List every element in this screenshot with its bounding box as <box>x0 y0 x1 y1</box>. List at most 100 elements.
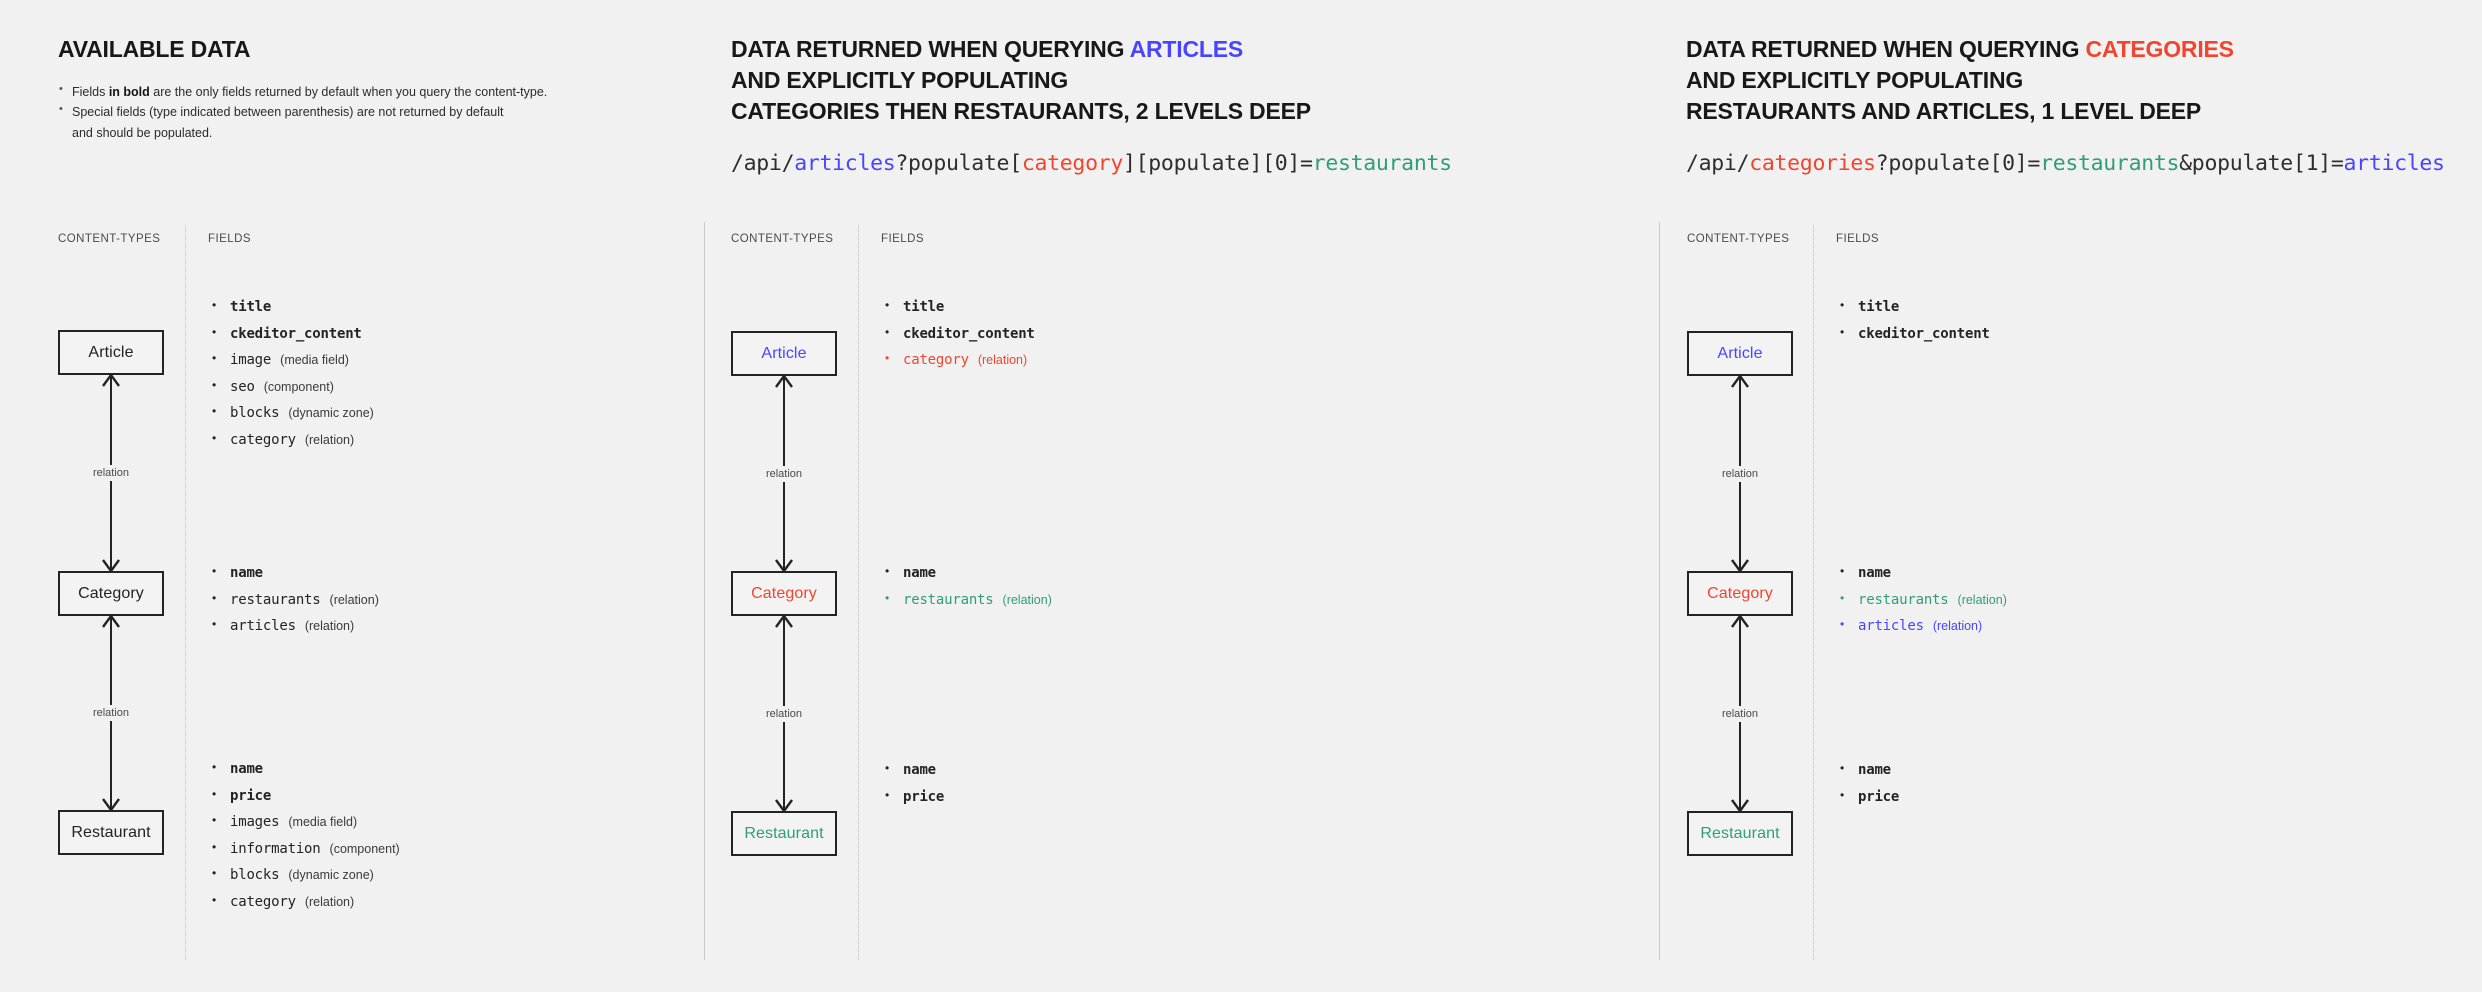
field-item: name <box>1836 756 1899 784</box>
relation-label: relation <box>87 465 135 481</box>
content-type-label: Restaurant <box>71 823 151 841</box>
field-name: category <box>230 893 296 910</box>
endpoint-segment: ][populate][0]= <box>1123 151 1313 177</box>
field-list-category: namerestaurants(relation)articles(relati… <box>208 559 379 640</box>
content-type-node-category[interactable]: Category <box>731 571 837 616</box>
field-name: price <box>1858 788 1900 805</box>
field-item: name <box>1836 559 2007 587</box>
field-item: name <box>881 756 944 784</box>
field-type: (dynamic zone) <box>288 868 374 883</box>
content-type-node-article[interactable]: Article <box>731 331 837 376</box>
content-type-node-category[interactable]: Category <box>58 571 164 616</box>
field-item: price <box>208 782 400 810</box>
field-item: category (relation) <box>208 426 374 454</box>
fields-dotted-divider <box>1813 225 1815 960</box>
field-name: images <box>230 814 280 831</box>
field-list-article: title ckeditor_content <box>1836 293 1990 347</box>
title-segment: DATA RETURNED WHEN QUERYING <box>731 36 1130 62</box>
field-list-category: namerestaurants(relation)articles(relati… <box>1836 559 2007 640</box>
field-name: blocks <box>230 405 280 422</box>
field-item: ckeditor_content <box>881 320 1035 348</box>
content-type-node-category[interactable]: Category <box>1687 571 1793 616</box>
field-name: price <box>903 788 945 805</box>
panel-title: AVAILABLE DATA <box>58 34 547 65</box>
title-segment: AVAILABLE DATA <box>58 36 251 62</box>
field-name: category <box>903 352 969 369</box>
field-type: (relation) <box>304 432 355 447</box>
heading-block: DATA RETURNED WHEN QUERYING CATEGORIES A… <box>1686 34 2445 176</box>
field-name: category <box>230 431 296 448</box>
field-name: name <box>903 762 936 778</box>
field-type: (media field) <box>288 815 358 830</box>
field-item: articles(relation) <box>1836 612 2007 640</box>
field-name: name <box>1858 762 1891 778</box>
fields-dotted-divider <box>185 225 187 960</box>
field-name: ckeditor_content <box>1858 325 1990 342</box>
field-name: restaurants <box>903 591 994 608</box>
bullet-item: Fields in bold are the only fields retur… <box>58 81 547 102</box>
field-item: category (relation) <box>208 888 400 916</box>
field-item: title <box>208 293 374 321</box>
endpoint-segment: /api/ <box>731 151 795 177</box>
field-name: image <box>230 352 272 369</box>
field-name: blocks <box>230 867 280 884</box>
field-item: seo(component) <box>208 373 374 401</box>
content-type-node-article[interactable]: Article <box>58 330 164 375</box>
relation-label: relation <box>1716 465 1764 482</box>
content-type-label: Article <box>761 344 807 362</box>
column-label-fields: FIELDS <box>1836 233 1879 245</box>
heading-block: AVAILABLE DATA Fields in bold are the onl… <box>58 34 547 143</box>
field-list-category: name restaurants(relation) <box>881 559 1052 614</box>
field-type: (relation) <box>1957 592 2007 607</box>
field-name: title <box>1858 299 1900 315</box>
field-type: (relation) <box>304 619 355 634</box>
content-type-label: Restaurant <box>1700 824 1780 842</box>
content-type-label: Article <box>1717 344 1763 362</box>
endpoint-segment: ?populate[ <box>895 151 1022 177</box>
content-type-node-restaurant[interactable]: Restaurant <box>1687 811 1793 856</box>
api-endpoint: /api/articles?populate[category][populat… <box>731 151 1452 176</box>
panel-query-articles: DATA RETURNED WHEN QUERYING ARTICLES AND… <box>705 0 1660 992</box>
field-list-restaurant: name price <box>881 756 945 811</box>
column-label-fields: FIELDS <box>881 233 924 245</box>
content-type-node-restaurant[interactable]: Restaurant <box>58 810 164 855</box>
endpoint-segment: categories <box>1749 151 1876 177</box>
field-item: restaurants(relation) <box>1836 586 2007 614</box>
bullet-item: Special fields (type indicated between p… <box>58 101 547 143</box>
field-list-article: titleckeditor_contentimage(media field)s… <box>208 293 374 454</box>
title-segment: AND EXPLICITLY POPULATING CATEGORIES THE… <box>731 67 1311 125</box>
panel-title: DATA RETURNED WHEN QUERYING CATEGORIES A… <box>1686 34 2445 127</box>
content-type-node-article[interactable]: Article <box>1687 331 1793 376</box>
content-type-node-restaurant[interactable]: Restaurant <box>731 811 837 856</box>
panel-separator <box>704 222 705 960</box>
content-type-label: Category <box>751 584 817 602</box>
field-name: name <box>230 761 263 777</box>
relation-label: relation <box>760 465 808 482</box>
title-segment: AND EXPLICITLY POPULATING RESTAURANTS AN… <box>1686 67 2202 125</box>
field-name: restaurants <box>230 591 321 608</box>
field-name: name <box>903 565 936 581</box>
field-item: price <box>881 783 945 811</box>
field-item: restaurants(relation) <box>881 586 1052 614</box>
endpoint-segment: /api/ <box>1686 151 1750 177</box>
field-type: (component) <box>263 379 334 394</box>
column-label-content-types: CONTENT-TYPES <box>1687 233 1790 245</box>
title-segment: DATA RETURNED WHEN QUERYING <box>1686 36 2086 62</box>
endpoint-segment: articles <box>794 151 896 177</box>
field-name: articles <box>1858 618 1924 635</box>
relation-label: relation <box>760 705 808 722</box>
field-item: category(relation) <box>881 346 1035 374</box>
api-endpoint: /api/categories?populate[0]=restaurants&… <box>1686 151 2445 176</box>
field-name: information <box>230 840 321 857</box>
field-name: ckeditor_content <box>230 325 362 342</box>
field-item: title <box>881 293 1035 321</box>
endpoint-segment: category <box>1021 151 1123 177</box>
content-type-label: Article <box>88 343 134 361</box>
title-segment: CATEGORIES <box>2085 36 2234 62</box>
field-item: blocks (dynamic zone) <box>208 861 400 889</box>
panel-query-categories: DATA RETURNED WHEN QUERYING CATEGORIES A… <box>1660 0 2482 992</box>
relation-label: relation <box>1716 705 1764 722</box>
endpoint-segment: restaurants <box>2040 151 2180 177</box>
field-type: (relation) <box>304 894 355 909</box>
